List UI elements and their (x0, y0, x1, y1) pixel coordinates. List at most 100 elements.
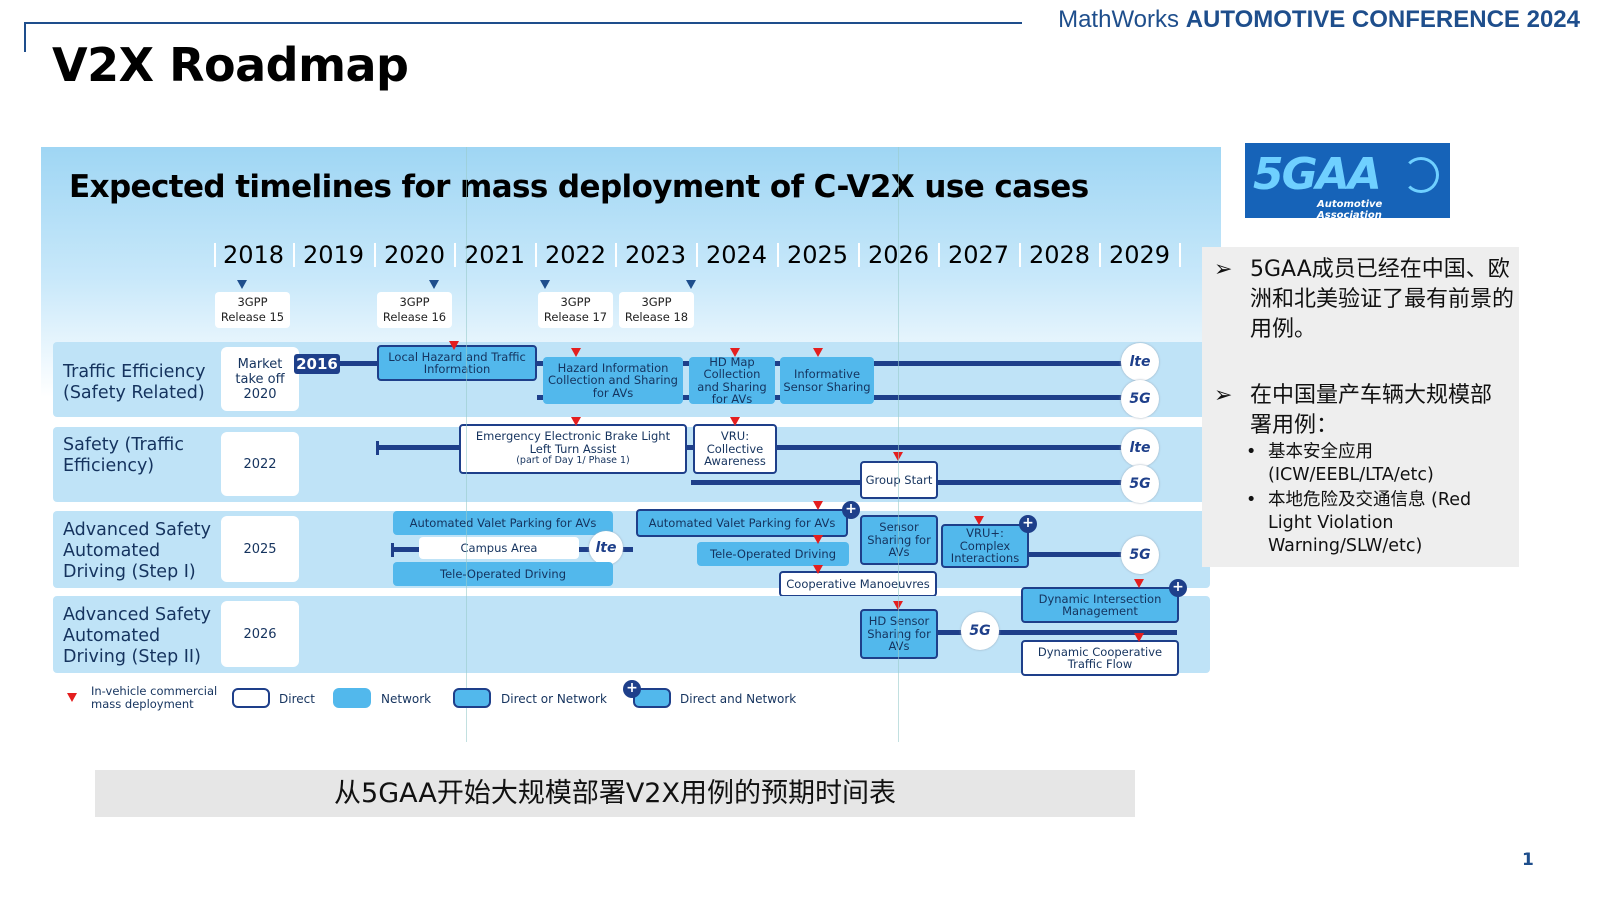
deployment-marker (730, 417, 740, 426)
year-label: 2020 (384, 241, 446, 269)
year-label: 2028 (1029, 241, 1091, 269)
legend-direct-or-network-swatch (453, 688, 491, 708)
legend-label: Direct or Network (501, 692, 607, 706)
year-divider (454, 243, 456, 267)
year-label: 2022 (545, 241, 607, 269)
use-case-local-hazard: Local Hazard and Traffic Information (377, 345, 537, 381)
deployment-marker (813, 565, 823, 574)
page-title: V2X Roadmap (52, 38, 409, 92)
deployment-marker (730, 348, 740, 357)
release-box: 3GPP Release 15 (215, 292, 290, 328)
year-label: 2024 (706, 241, 768, 269)
deployment-marker (974, 516, 984, 525)
year-label: 2018 (223, 241, 285, 269)
direct-and-network-marker: + (1019, 515, 1037, 533)
year-divider (858, 243, 860, 267)
figure-caption: 从5GAA开始大规模部署V2X用例的预期时间表 (95, 770, 1135, 817)
deployment-marker (813, 535, 823, 544)
logo-subtext: Automotive Association (1317, 199, 1383, 221)
eebl-note: (part of Day 1/ Phase 1) (516, 455, 630, 467)
row-label: Safety (Traffic Efficiency) (63, 435, 184, 476)
use-case-coop-manoeuvres: Cooperative Manoeuvres (779, 571, 937, 597)
legend-red-marker (67, 693, 77, 702)
roadmap-figure: Expected timelines for mass deployment o… (41, 147, 1221, 742)
legend-direct-swatch (232, 688, 270, 708)
5g-badge: 5G (1121, 380, 1159, 418)
guide-line (898, 147, 899, 742)
header-rule-left (24, 22, 26, 52)
release-marker (237, 280, 247, 289)
use-case-sensor-sharing: Sensor Sharing for AVs (860, 515, 938, 565)
use-case-hazard-collection: Hazard Information Collection and Sharin… (543, 357, 683, 404)
5g-badge: 5G (961, 612, 999, 650)
year-divider (293, 243, 295, 267)
note-sub-bullet: 本地危险及交通信息 (Red Light Violation Warning/S… (1268, 490, 1472, 556)
deployment-marker (813, 348, 823, 357)
release-box: 3GPP Release 18 (619, 292, 694, 328)
note-bullet: 在中国量产车辆大规模部署用例： (1250, 383, 1493, 438)
row-year-box: Market take off 2020 (221, 347, 299, 411)
conference-name: MathWorks AUTOMOTIVE CONFERENCE 2024 (1058, 6, 1580, 33)
use-case-hd-map: HD Map Collection and Sharing for AVs (689, 355, 775, 405)
year-label: 2029 (1109, 241, 1171, 269)
deployment-marker (813, 501, 823, 510)
year-divider (214, 243, 216, 267)
eebl-line: Emergency Electronic Brake Light (475, 429, 671, 444)
start-marker-2016: 2016 (294, 354, 340, 374)
legend-label: Direct (279, 692, 315, 706)
guide-line (466, 147, 467, 742)
legend-plus-icon: + (623, 680, 641, 698)
logo-text: 5GAA (1253, 149, 1382, 200)
lte-badge: lte (589, 531, 623, 565)
lte-badge: lte (1121, 343, 1159, 381)
row-label: Traffic Efficiency (Safety Related) (63, 362, 206, 403)
arrow-bullet-icon: ➢ (1214, 383, 1233, 408)
use-case-dctf: Dynamic Cooperative Traffic Flow (1021, 640, 1179, 676)
deployment-marker (571, 348, 581, 357)
year-divider (374, 243, 376, 267)
release-box: 3GPP Release 17 (538, 292, 613, 328)
year-divider (1179, 243, 1181, 267)
deployment-marker (1134, 579, 1144, 588)
timeline-start-tick (391, 543, 394, 557)
release-marker (686, 280, 696, 289)
year-label: 2027 (948, 241, 1010, 269)
signal-icon (1403, 157, 1439, 193)
deployment-marker (1134, 633, 1144, 642)
legend-label: In-vehicle commercial mass deployment (91, 684, 218, 711)
use-case-dim: Dynamic Intersection Management (1021, 587, 1179, 623)
row-label: Advanced Safety Automated Driving (Step … (63, 520, 211, 582)
use-case-vru-complex: VRU+: Complex Interactions (941, 524, 1029, 568)
use-case-avp-1: Automated Valet Parking for AVs (393, 511, 613, 535)
year-label: 2025 (787, 241, 849, 269)
note-bullet: 5GAA成员已经在中国、欧洲和北美验证了最有前景的用例。 (1250, 257, 1515, 342)
lte-badge: lte (1121, 429, 1159, 467)
timeline-bar-5g (1029, 552, 1157, 557)
deployment-marker (571, 417, 581, 426)
page-number: 1 (1522, 850, 1534, 870)
release-marker (429, 280, 439, 289)
direct-and-network-marker: + (842, 501, 860, 519)
year-divider (535, 243, 537, 267)
eebl-line: Left Turn Assist (529, 441, 617, 456)
row-year-box: 2026 (221, 601, 299, 667)
row-year-box: 2025 (221, 516, 299, 582)
use-case-vru-collective: VRU: Collective Awareness (693, 424, 777, 474)
legend-label: Direct and Network (680, 692, 797, 706)
timeline-bar (340, 361, 378, 366)
release-box: 3GPP Release 16 (377, 292, 452, 328)
use-case-hd-sensor: HD Sensor Sharing for AVs (860, 609, 938, 659)
year-divider (1099, 243, 1101, 267)
arrow-bullet-icon: ➢ (1214, 257, 1233, 282)
legend-direct-and-network-swatch (633, 688, 671, 708)
use-case-group-start: Group Start (860, 461, 938, 499)
row-year-box: 2022 (221, 432, 299, 496)
year-label: 2023 (625, 241, 687, 269)
year-label: 2019 (303, 241, 365, 269)
deployment-marker (449, 341, 459, 350)
use-case-teleop-2: Tele-Operated Driving (697, 542, 849, 566)
use-case-campus: Campus Area (419, 537, 579, 559)
5gaa-logo: 5GAA Automotive Association (1245, 143, 1450, 221)
timeline-start-tick (376, 441, 379, 455)
row-label: Advanced Safety Automated Driving (Step … (63, 605, 211, 667)
